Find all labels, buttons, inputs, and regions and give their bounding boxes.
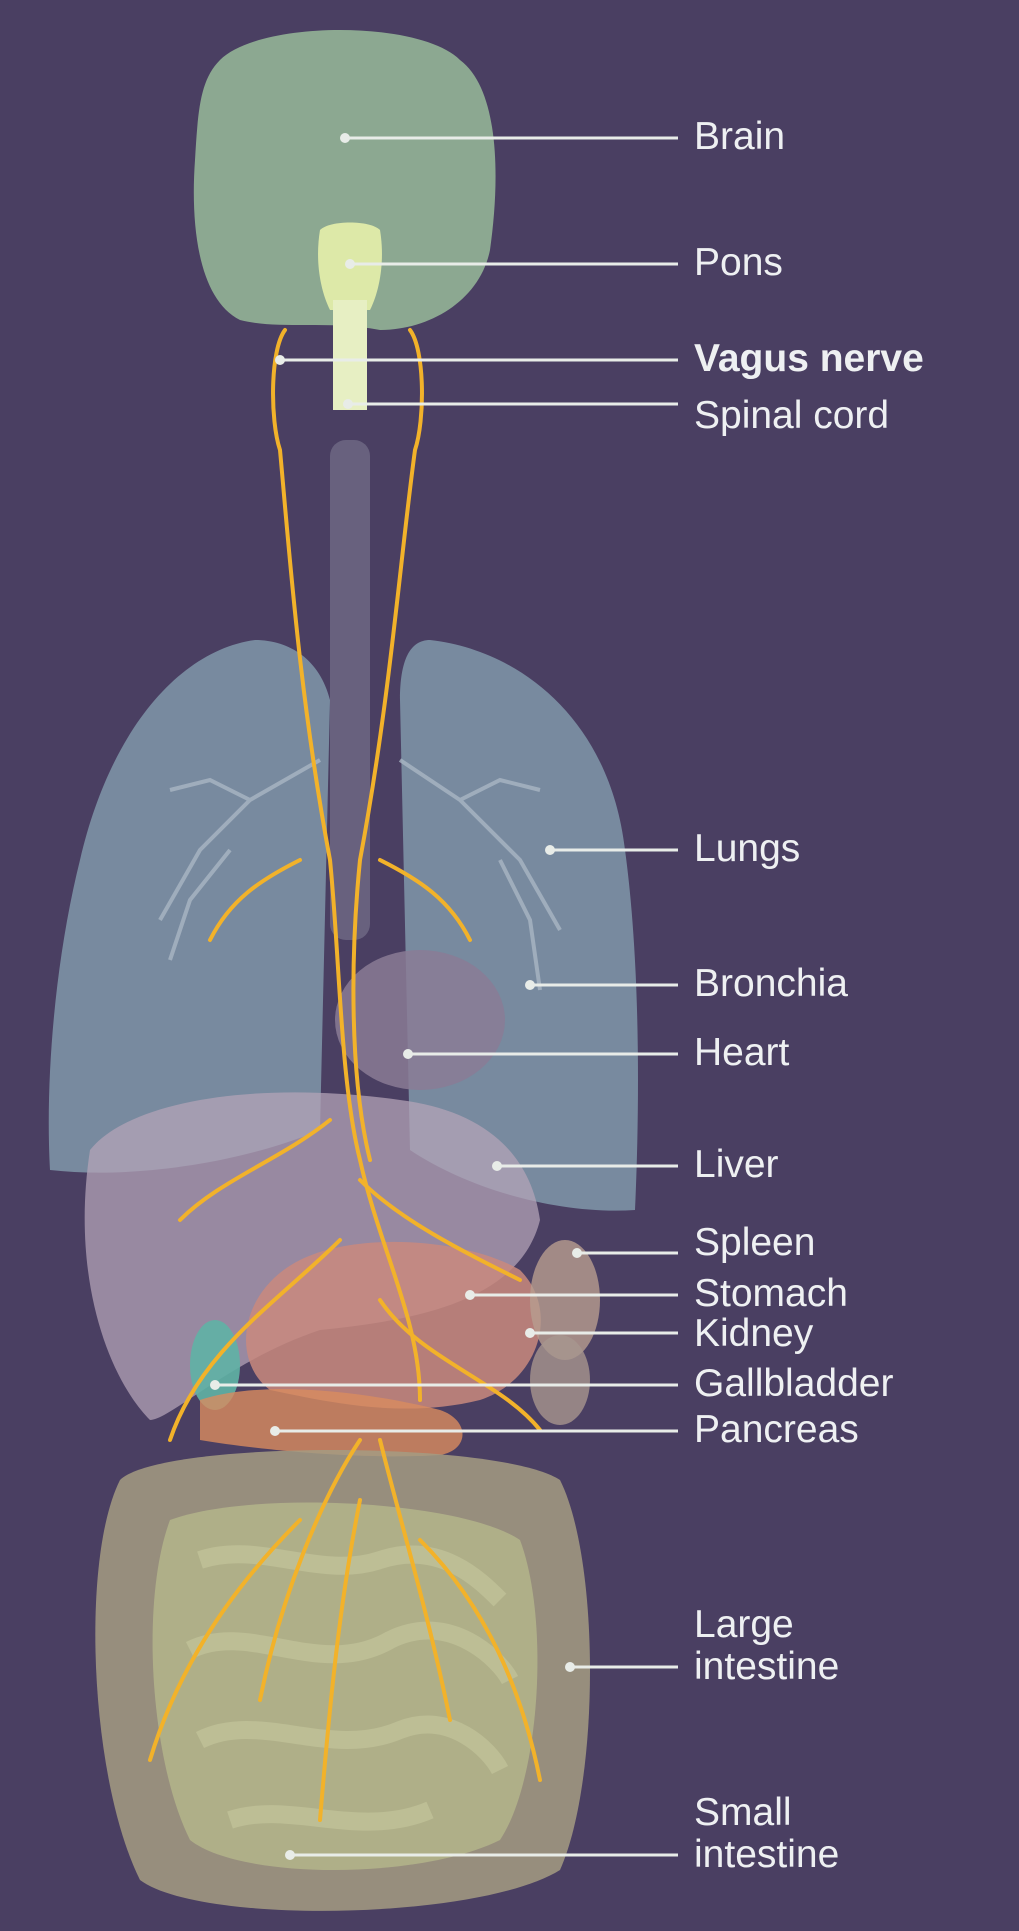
label-spinal-cord: Spinal cord (694, 395, 889, 437)
label-pons: Pons (694, 242, 783, 284)
label-vagus-nerve: Vagus nerve (694, 338, 924, 380)
label-small-intestine: Small intestine (694, 1792, 839, 1876)
label-large-intestine: Large intestine (694, 1604, 839, 1688)
label-liver: Liver (694, 1144, 779, 1186)
heart (335, 950, 505, 1090)
label-kidney: Kidney (694, 1313, 813, 1355)
label-brain: Brain (694, 116, 785, 158)
trachea (330, 440, 370, 940)
label-lungs: Lungs (694, 828, 800, 870)
spinal-cord (333, 300, 367, 410)
label-heart: Heart (694, 1032, 789, 1074)
label-spleen: Spleen (694, 1222, 815, 1264)
label-pancreas: Pancreas (694, 1409, 859, 1451)
label-stomach: Stomach (694, 1273, 848, 1315)
label-gallbladder: Gallbladder (694, 1363, 893, 1405)
label-bronchia: Bronchia (694, 963, 848, 1005)
kidney (530, 1335, 590, 1425)
